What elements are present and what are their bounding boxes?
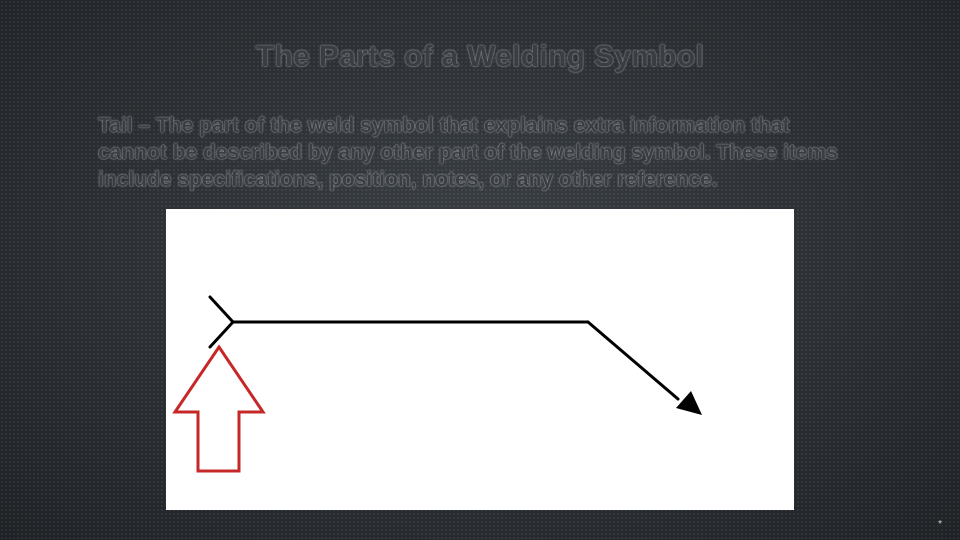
weld-symbol-arrow (586, 320, 702, 415)
tail-highlight-arrow (172, 344, 266, 473)
tail-description: Tail – The part of the weld symbol that … (98, 114, 838, 191)
welding-symbol-diagram (166, 209, 794, 510)
page-marker: * (938, 519, 942, 530)
slide-title: The Parts of a Welding Symbol (255, 40, 705, 73)
weld-symbol-tail (208, 295, 235, 349)
